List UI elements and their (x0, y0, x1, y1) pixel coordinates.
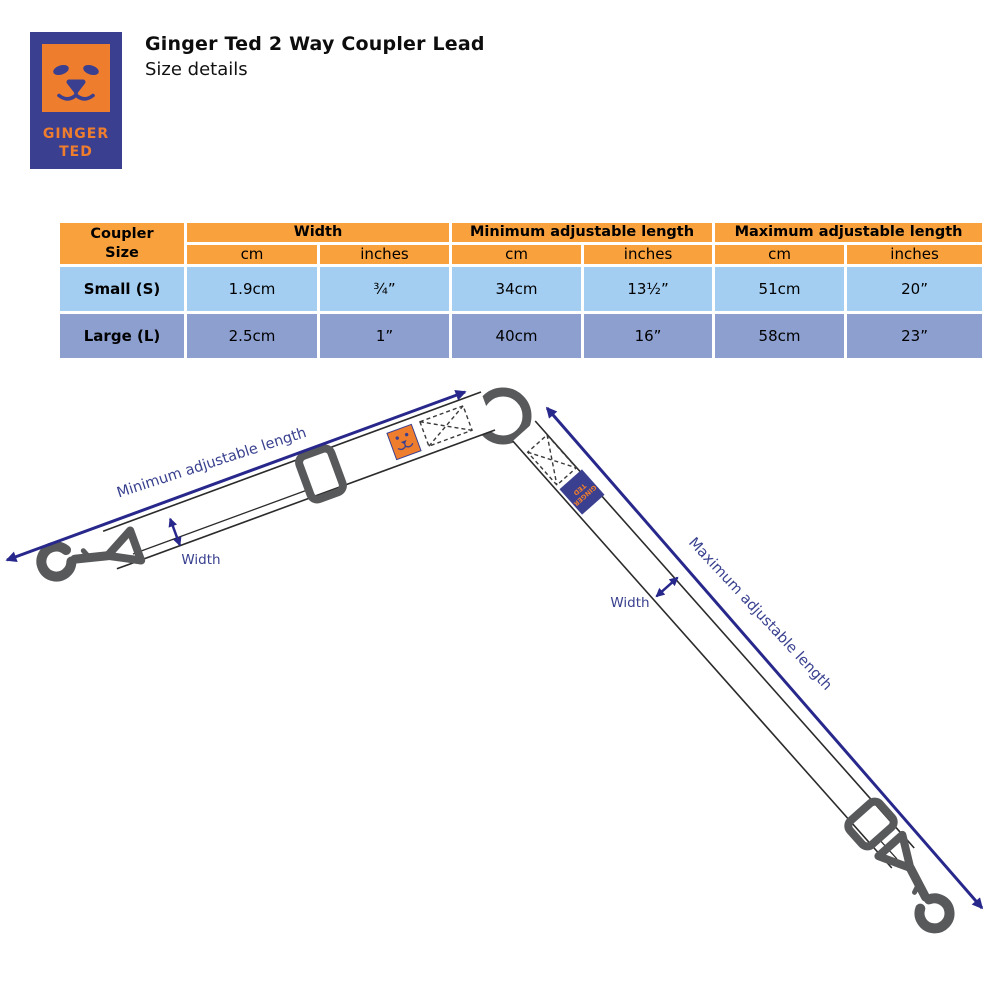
cell-min-cm: 40cm (452, 314, 582, 358)
table-row-small: Small (S) 1.9cm ¾” 34cm 13½” 51cm 20” (60, 267, 983, 311)
dog-face-icon (42, 44, 110, 112)
header-coupler-size: Coupler Size (60, 223, 184, 264)
header-width: Width (187, 223, 450, 242)
cell-size-label: Small (S) (60, 267, 184, 311)
cell-min-in: 16” (584, 314, 713, 358)
right-strap: GINGER TED (512, 420, 966, 935)
header-max-length: Maximum adjustable length (715, 223, 983, 242)
cell-max-cm: 58cm (715, 314, 845, 358)
subheader-cm: cm (715, 245, 845, 264)
cell-max-in: 20” (847, 267, 983, 311)
table-header-group-row: Coupler Size Width Minimum adjustable le… (60, 223, 983, 264)
width-label-right: Width (610, 595, 649, 611)
max-length-arrow (545, 406, 984, 910)
page-title: Ginger Ted 2 Way Coupler Lead (145, 33, 485, 55)
cell-max-in: 23” (847, 314, 983, 358)
title-block: Ginger Ted 2 Way Coupler Lead Size detai… (145, 33, 485, 80)
cell-min-in: 13½” (584, 267, 713, 311)
subheader-cm: cm (187, 245, 317, 264)
logo-brand-line1: GINGER (43, 126, 109, 142)
cell-max-cm: 51cm (715, 267, 845, 311)
page-subtitle: Size details (145, 59, 248, 80)
cell-min-cm: 34cm (452, 267, 582, 311)
subheader-inches: inches (847, 245, 983, 264)
subheader-inches: inches (584, 245, 713, 264)
cell-width-in: 1” (320, 314, 450, 358)
cell-size-label: Large (L) (60, 314, 184, 358)
table-row-large: Large (L) 2.5cm 1” 40cm 16” 58cm 23” (60, 314, 983, 358)
trigger-snap-hook-icon (870, 835, 965, 935)
width-label-left: Width (181, 552, 220, 568)
ginger-ted-logo-graphic: GINGER TED (30, 32, 122, 169)
min-length-arrow (5, 390, 467, 562)
cell-width-cm: 2.5cm (187, 314, 317, 358)
header-coupler-line1: Coupler (90, 225, 154, 242)
width-arrow-right (655, 576, 679, 598)
header-min-length: Minimum adjustable length (452, 223, 713, 242)
size-table: Coupler Size Width Minimum adjustable le… (57, 220, 985, 361)
cell-width-cm: 1.9cm (187, 267, 317, 311)
subheader-inches: inches (320, 245, 450, 264)
ginger-ted-logo: GINGER TED (30, 32, 122, 169)
left-strap (37, 391, 496, 593)
subheader-cm: cm (452, 245, 582, 264)
width-arrow-left (168, 517, 182, 547)
logo-brand-line2: TED (59, 144, 93, 160)
cell-width-in: ¾” (320, 267, 450, 311)
header-coupler-line2: Size (105, 244, 139, 261)
table-header-sub-row: cm inches cm inches cm inches (60, 245, 983, 264)
